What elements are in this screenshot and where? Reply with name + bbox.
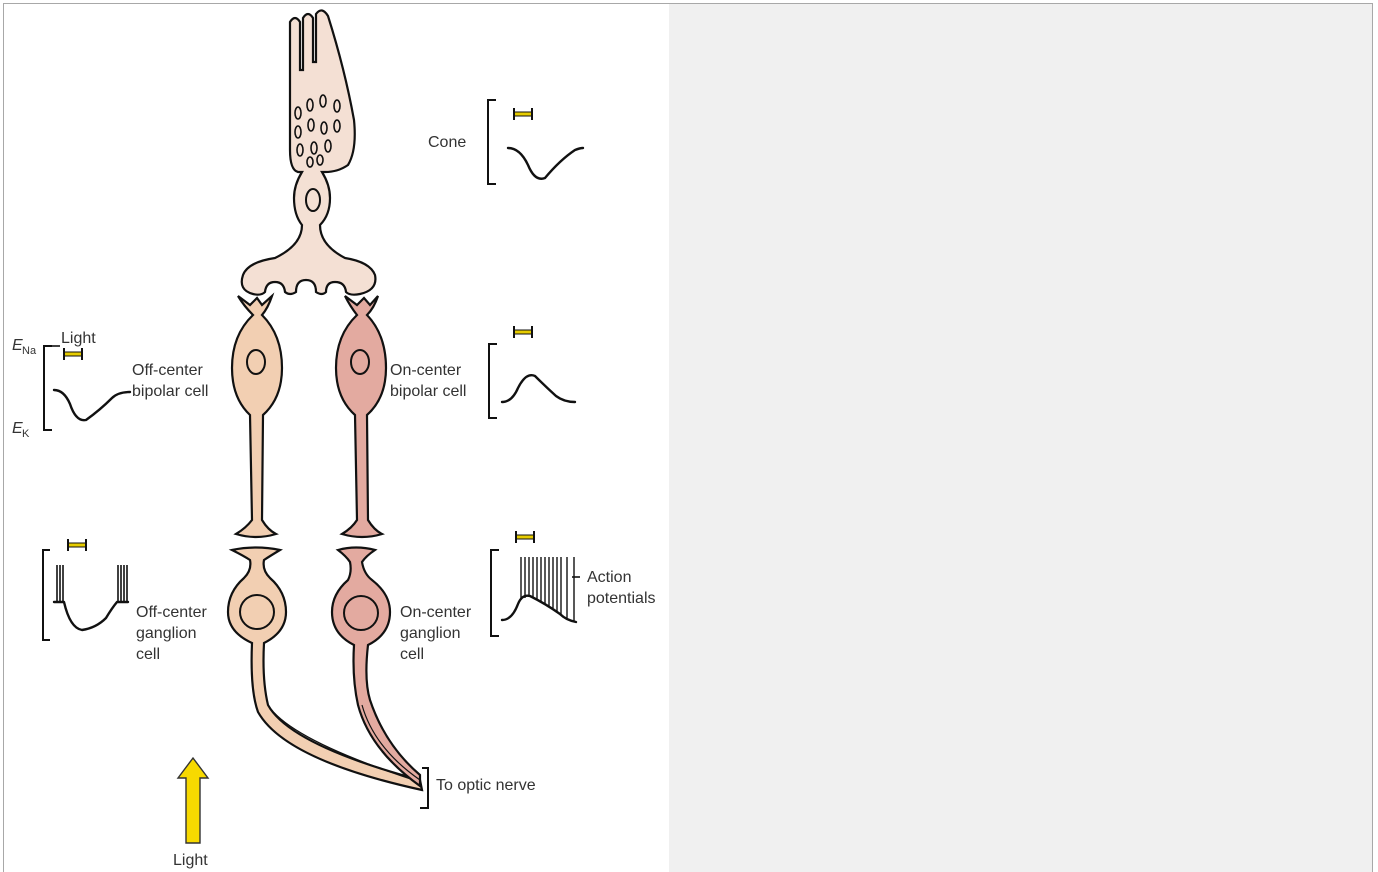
action-potentials-label-2: potentials <box>587 590 656 607</box>
e-na-subscript: Na <box>22 345 37 357</box>
light-label-top: Light <box>61 330 96 347</box>
light-label-bottom: Light <box>173 852 208 869</box>
light-arrow-icon <box>178 758 208 843</box>
off-ganglion-label-1: Off-center <box>136 604 208 621</box>
off-bipolar-response-trace <box>44 346 130 430</box>
on-ganglion-label-1: On-center <box>400 604 472 621</box>
off-bipolar-label-1: Off-center <box>132 362 204 379</box>
cone-label: Cone <box>428 134 466 151</box>
on-bipolar-label-1: On-center <box>390 362 462 379</box>
on-ganglion-response-trace <box>491 531 580 636</box>
on-bipolar-response-trace <box>489 326 575 418</box>
on-ganglion-label-2: ganglion <box>400 625 461 642</box>
off-center-bipolar-cell <box>232 296 282 537</box>
cone-response-trace <box>488 100 583 184</box>
on-center-bipolar-cell <box>336 296 386 537</box>
action-potentials-label-1: Action <box>587 569 631 586</box>
off-bipolar-label-2: bipolar cell <box>132 383 208 400</box>
on-bipolar-label-2: bipolar cell <box>390 383 466 400</box>
on-center-ganglion-cell <box>332 548 420 787</box>
e-k-subscript: K <box>22 428 30 440</box>
optic-nerve-label: To optic nerve <box>436 777 536 794</box>
cone-cell <box>242 10 376 294</box>
off-ganglion-label-3: cell <box>136 646 160 663</box>
off-ganglion-response-trace <box>43 539 128 640</box>
on-ganglion-label-3: cell <box>400 646 424 663</box>
off-ganglion-label-2: ganglion <box>136 625 197 642</box>
